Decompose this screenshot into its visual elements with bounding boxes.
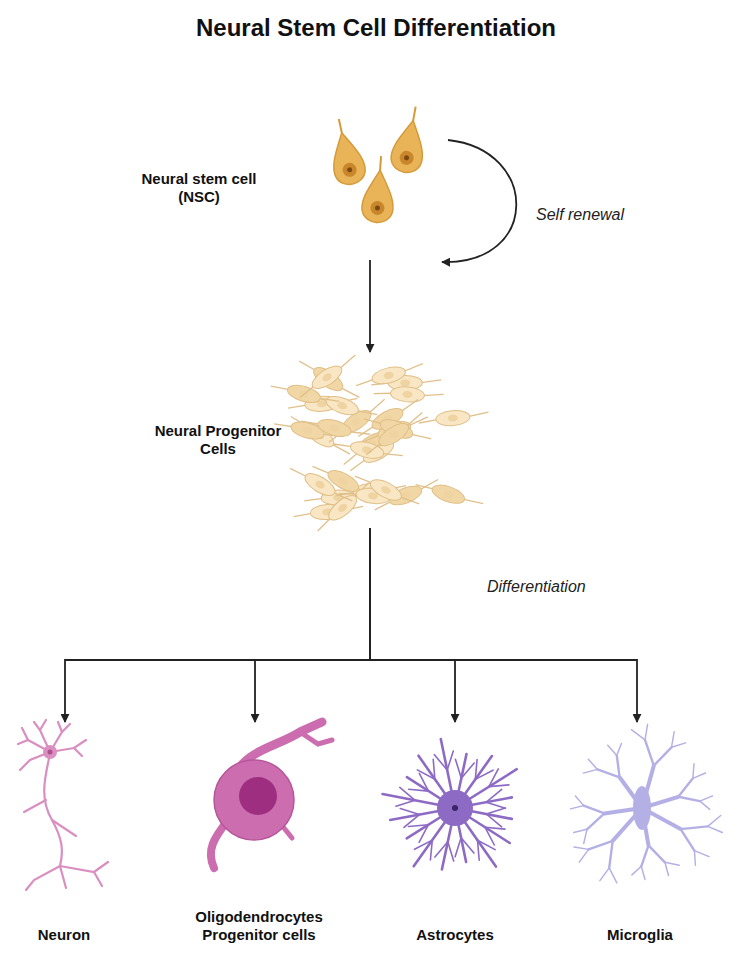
neuron-figure	[18, 720, 108, 890]
microglia-figure	[571, 724, 723, 883]
astrocyte-figure	[383, 739, 517, 870]
connector-arrow	[370, 528, 455, 722]
cell-label: Neural Progenitor Cells	[154, 422, 282, 458]
connector-arrow	[370, 528, 637, 722]
oligodendrocyte-figure	[211, 722, 332, 868]
progenitor-cluster	[269, 351, 489, 535]
process-label: Differentiation	[485, 578, 588, 596]
cell-label: Neural stem cell (NSC)	[129, 170, 269, 206]
cell-label: Astrocytes	[416, 926, 494, 944]
connector-arrow	[255, 528, 370, 722]
cell-type-group: Astrocytes	[372, 722, 538, 950]
diagram-title: Neural Stem Cell Differentiation	[0, 14, 752, 42]
process-label: Self renewal	[534, 206, 626, 224]
cell-stage-group: Neural stem cell (NSC)	[125, 115, 425, 260]
cell-label: Oligodendrocytes Progenitor cells	[176, 908, 342, 944]
connector-arrow	[369, 260, 371, 352]
stem-cells	[324, 104, 431, 224]
cell-label: Microglia	[607, 926, 673, 944]
cell-type-group: Oligodendrocytes Progenitor cells	[172, 722, 346, 950]
cell-stage-group: Neural Progenitor Cells	[150, 352, 470, 528]
cell-label: Neuron	[38, 926, 91, 944]
connector-arrow	[65, 528, 370, 722]
cell-type-group: Microglia	[565, 722, 715, 950]
cell-type-group: Neuron	[5, 722, 123, 950]
self-renewal-arrow	[442, 140, 516, 262]
